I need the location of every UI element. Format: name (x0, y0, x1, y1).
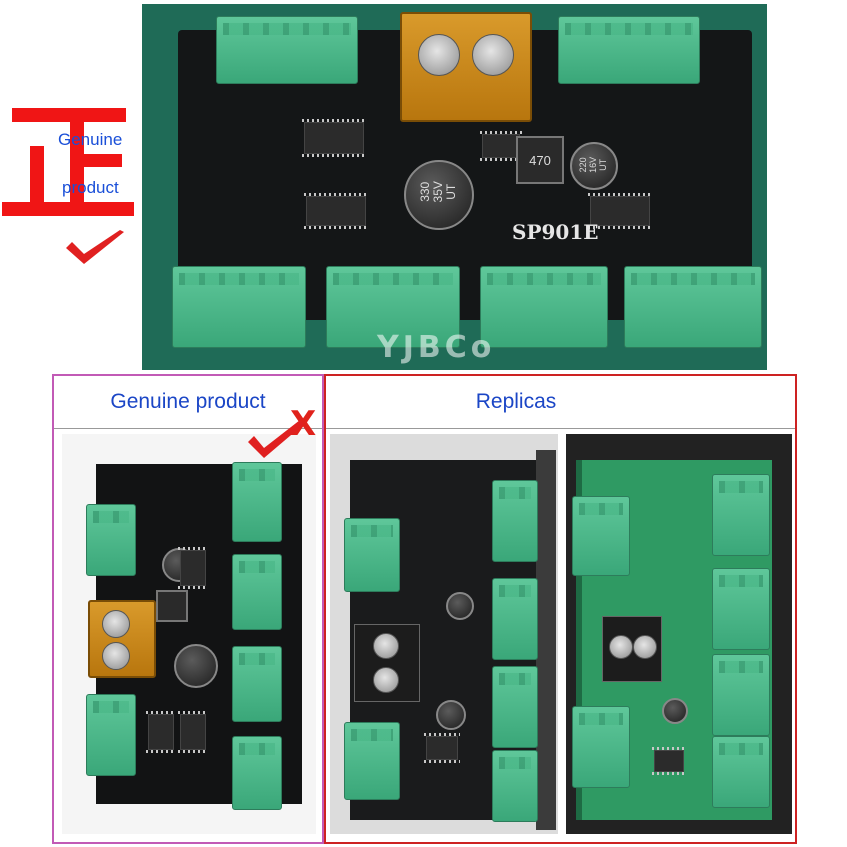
terminal-block (558, 16, 700, 84)
screw-terminal (602, 616, 662, 682)
terminal-block (572, 496, 630, 576)
screw-terminal (354, 624, 420, 702)
pcb-board (344, 450, 556, 830)
capacitor-large: 330 35V UT (404, 160, 474, 230)
ic-chip (480, 131, 522, 161)
ic-chip (178, 711, 208, 753)
terminal-block (216, 16, 358, 84)
capacitor-label: 330 35V UT (418, 181, 459, 203)
terminal-block (232, 646, 282, 722)
replicas-header: Replicas (475, 390, 557, 413)
capacitor-large (174, 644, 218, 688)
inductor (156, 590, 188, 622)
terminal-block (172, 266, 306, 348)
screw-icon (472, 34, 514, 76)
capacitor (446, 592, 474, 620)
screw-icon (418, 34, 460, 76)
zheng-character-icon (2, 108, 134, 216)
screw-icon (633, 635, 657, 659)
terminal-block (712, 736, 770, 808)
terminal-block (492, 750, 538, 822)
terminal-block (492, 578, 538, 660)
genuine-board-photo (62, 434, 316, 834)
terminal-block (572, 706, 630, 788)
capacitor (662, 698, 688, 724)
pcb-board (572, 460, 772, 820)
terminal-block (344, 518, 400, 592)
terminal-block (492, 480, 538, 562)
terminal-block (232, 462, 282, 542)
ic-chip (424, 733, 460, 763)
genuine-panel: Genuine product (52, 374, 324, 844)
ic-chip (178, 547, 208, 589)
terminal-block (232, 554, 282, 630)
terminal-block (86, 694, 136, 776)
terminal-block (232, 736, 282, 810)
screw-icon (609, 635, 633, 659)
capacitor-small: 220 16V UT (570, 142, 618, 190)
screw-icon (102, 642, 130, 670)
capacitor (436, 700, 466, 730)
replica-board-photo-2 (566, 434, 792, 834)
terminal-block (624, 266, 762, 348)
terminal-block (344, 722, 400, 800)
screw-icon (102, 610, 130, 638)
terminal-block (712, 568, 770, 650)
ic-chip (304, 193, 368, 229)
capacitor-label: 220 16V UT (578, 156, 608, 173)
replica-board-photo-1 (330, 434, 558, 834)
terminal-block (86, 504, 136, 576)
check-icon (66, 230, 124, 264)
ic-chip (652, 747, 686, 775)
genuine-header-row: Genuine product (54, 376, 322, 429)
board-model: SP901E (512, 220, 599, 244)
terminal-block (492, 666, 538, 748)
genuine-label: Genuine (58, 130, 123, 149)
screw-terminal (88, 600, 156, 678)
screw-terminal (400, 12, 532, 122)
ic-chip (588, 193, 652, 229)
product-label: product (62, 178, 119, 197)
replicas-panel: Replicas (324, 374, 797, 844)
inductor: 470 (516, 136, 564, 184)
pcb-board (86, 462, 302, 810)
terminal-block (480, 266, 608, 348)
watermark: YJBCo (377, 330, 496, 365)
ic-chip (146, 711, 176, 753)
screw-icon (373, 633, 399, 659)
replicas-header-row: Replicas (326, 376, 795, 429)
case-edge (536, 450, 556, 830)
screw-icon (373, 667, 399, 693)
check-icon (248, 420, 304, 458)
ic-chip (302, 119, 366, 157)
top-board-photo: 470 330 35V UT 220 16V UT SP901E YJBCo (142, 4, 767, 370)
genuine-header: Genuine product (110, 390, 266, 413)
terminal-block (326, 266, 460, 348)
terminal-block (712, 654, 770, 736)
pcb-board: 470 330 35V UT 220 16V UT SP901E (172, 12, 762, 348)
terminal-block (712, 474, 770, 556)
